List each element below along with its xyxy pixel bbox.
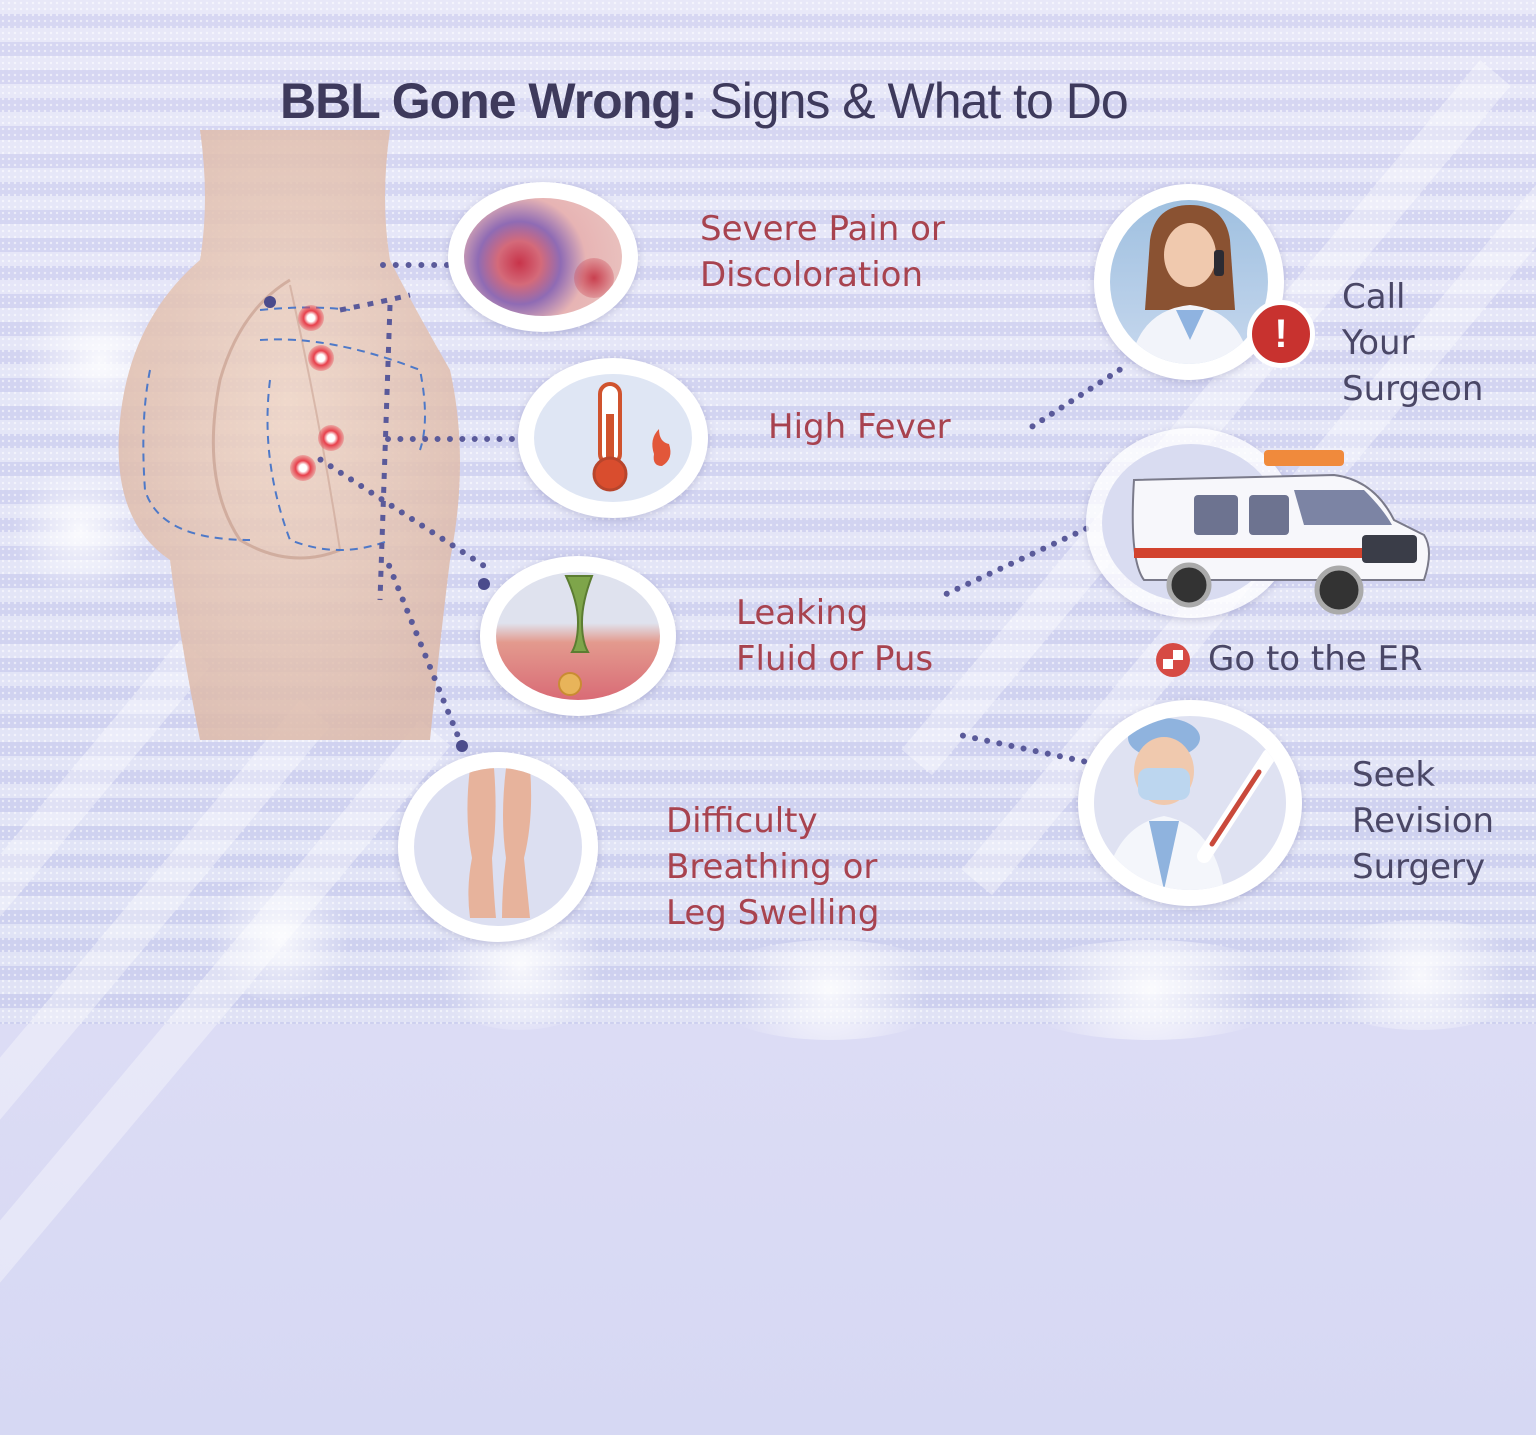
swollen-legs-icon bbox=[414, 768, 582, 926]
connector-dot bbox=[456, 740, 468, 752]
sign-3-line1: Leaking bbox=[736, 593, 869, 633]
bruised-skin-icon bbox=[464, 198, 622, 316]
sign-2-image bbox=[518, 358, 708, 518]
surgeon-icon bbox=[1094, 716, 1286, 890]
ambulance-icon bbox=[1131, 450, 1430, 615]
alert-icon: ! bbox=[1247, 300, 1315, 368]
sign-4-image bbox=[398, 752, 598, 942]
sign-4-line3: Leg Swelling bbox=[666, 893, 880, 933]
sign-1-label: Severe Pain or Discoloration bbox=[700, 206, 945, 298]
bokeh bbox=[200, 880, 360, 1000]
bokeh bbox=[1300, 920, 1536, 1030]
doctor-phone-icon bbox=[1110, 200, 1268, 364]
sign-3-image bbox=[480, 556, 676, 716]
sign-1-image bbox=[448, 182, 638, 332]
sign-1-line2: Discoloration bbox=[700, 255, 924, 295]
bokeh bbox=[1000, 940, 1300, 1040]
action-3-line2: Revision bbox=[1352, 801, 1495, 841]
connector-line bbox=[385, 436, 515, 442]
wound-drainage-icon bbox=[496, 572, 660, 700]
action-1-line1: Call bbox=[1342, 277, 1406, 317]
bokeh bbox=[700, 940, 960, 1040]
title-bold: BBL Gone Wrong: bbox=[280, 73, 697, 129]
connector-dot bbox=[478, 578, 490, 590]
sign-3-line2: Fluid or Pus bbox=[736, 639, 934, 679]
sign-1-line1: Severe Pain or bbox=[700, 209, 945, 249]
sign-4-line1: Difficulty bbox=[666, 801, 818, 841]
page-title: BBL Gone Wrong: Signs & What to Do bbox=[280, 72, 1129, 130]
action-2-label: Go to the ER bbox=[1208, 639, 1423, 679]
action-1-label: Call Your Surgeon bbox=[1342, 274, 1483, 412]
sign-2-label: High Fever bbox=[768, 404, 951, 450]
title-light: Signs & What to Do bbox=[696, 73, 1128, 129]
body-illustration bbox=[90, 120, 470, 740]
sign-3-label: Leaking Fluid or Pus bbox=[736, 590, 933, 682]
inflamed-spot bbox=[308, 345, 334, 371]
connector-line bbox=[1028, 365, 1124, 431]
inflamed-spot bbox=[298, 305, 324, 331]
er-icon bbox=[1156, 643, 1190, 677]
action-3-line3: Surgery bbox=[1352, 847, 1486, 887]
action-3-label: Seek Revision Surgery bbox=[1352, 752, 1494, 890]
inflamed-spot bbox=[318, 425, 344, 451]
action-1-line3: Surgeon bbox=[1342, 369, 1484, 409]
sign-2-line1: High Fever bbox=[768, 407, 951, 447]
connector-line bbox=[380, 262, 450, 268]
thermometer-icon bbox=[534, 374, 692, 502]
action-3-image bbox=[1078, 700, 1302, 906]
inflamed-spot bbox=[290, 455, 316, 481]
buttocks-figure-icon bbox=[118, 130, 461, 740]
action-3-line1: Seek bbox=[1352, 755, 1436, 795]
sign-4-line2: Breathing or bbox=[666, 847, 878, 887]
action-1-line2: Your bbox=[1342, 323, 1415, 363]
diagonal-band bbox=[0, 640, 211, 1356]
sign-4-label: Difficulty Breathing or Leg Swelling bbox=[666, 798, 879, 936]
